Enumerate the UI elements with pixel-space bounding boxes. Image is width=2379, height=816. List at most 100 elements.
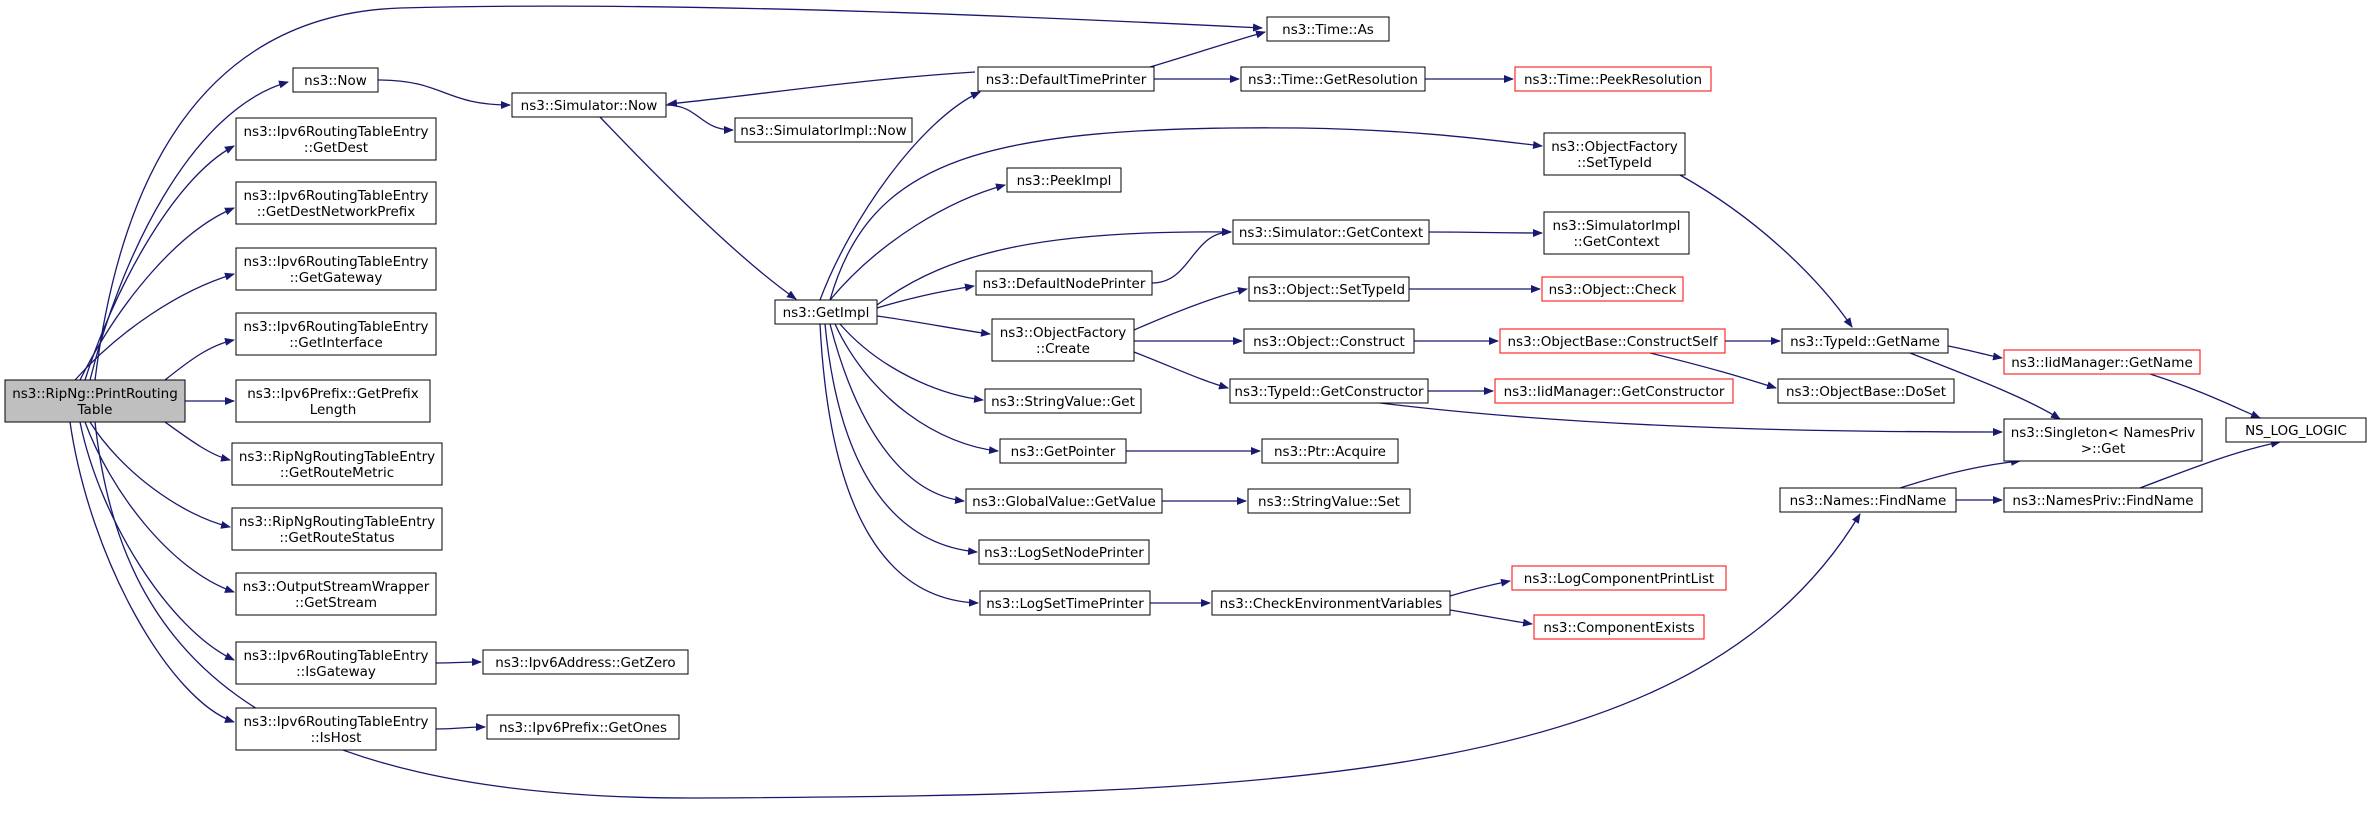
node-getdestnet[interactable]: ns3::Ipv6RoutingTableEntry::GetDestNetwo… bbox=[235, 181, 437, 225]
edge-getimpl-to-defnodeprinter bbox=[876, 283, 975, 309]
node-logcompprintlist[interactable]: ns3::LogComponentPrintList bbox=[1511, 565, 1727, 591]
node-namesprivfindname[interactable]: ns3::NamesPriv::FindName bbox=[2003, 487, 2203, 513]
node-getstream[interactable]: ns3::OutputStreamWrapper::GetStream bbox=[235, 572, 437, 616]
node-getroutestatus[interactable]: ns3::RipNgRoutingTableEntry::GetRouteSta… bbox=[231, 507, 443, 551]
edge-typeidgetname-to-iidgetname bbox=[1947, 345, 2003, 361]
node-getpointer[interactable]: ns3::GetPointer bbox=[999, 438, 1127, 464]
node-box bbox=[1248, 276, 1410, 302]
edge-isgateway-to-getzero bbox=[435, 658, 482, 667]
node-ishost[interactable]: ns3::Ipv6RoutingTableEntry::IsHost bbox=[235, 707, 437, 751]
node-getdest[interactable]: ns3::Ipv6RoutingTableEntry::GetDest bbox=[235, 117, 437, 161]
node-typeidgetname[interactable]: ns3::TypeId::GetName bbox=[1781, 328, 1949, 354]
node-getgateway[interactable]: ns3::Ipv6RoutingTableEntry::GetGateway bbox=[235, 247, 437, 291]
node-simimplnow[interactable]: ns3::SimulatorImpl::Now bbox=[734, 117, 913, 143]
edge-simnow-to-getimpl bbox=[599, 116, 797, 300]
node-stringvalueget[interactable]: ns3::StringValue::Get bbox=[984, 388, 1142, 414]
node-ofsettypeid[interactable]: ns3::ObjectFactory::SetTypeId bbox=[1543, 132, 1686, 176]
node-singletonget[interactable]: ns3::Singleton< NamesPriv >::Get bbox=[2003, 418, 2203, 462]
edge-root-to-now bbox=[89, 80, 289, 381]
edge-getimpl-to-peekimpl bbox=[829, 183, 1006, 301]
node-label: ns3::ObjectBase::DoSet bbox=[1786, 384, 1946, 400]
node-timeas[interactable]: ns3::Time::As bbox=[1266, 16, 1390, 42]
node-checkenvvars[interactable]: ns3::CheckEnvironmentVariables bbox=[1211, 590, 1451, 616]
node-ofcreate[interactable]: ns3::ObjectFactory::Create bbox=[991, 318, 1135, 362]
node-globalvaluegetvalue[interactable]: ns3::GlobalValue::GetValue bbox=[965, 488, 1163, 514]
node-box bbox=[235, 379, 431, 423]
node-compexists[interactable]: ns3::ComponentExists bbox=[1533, 614, 1705, 640]
edge-deftimeprinter-to-timeas bbox=[1149, 30, 1266, 68]
node-label: ns3::DefaultNodePrinter bbox=[983, 276, 1146, 292]
node-box bbox=[1240, 66, 1426, 92]
node-box bbox=[231, 442, 443, 486]
node-box bbox=[1261, 438, 1399, 464]
node-getimpl[interactable]: ns3::GetImpl bbox=[774, 299, 878, 325]
edge-simnow-to-simimplnow bbox=[665, 104, 734, 134]
edge-ofcreate-to-typeidgetctor bbox=[1133, 351, 1229, 390]
node-simimplgetcontext[interactable]: ns3::SimulatorImpl::GetContext bbox=[1543, 211, 1690, 255]
node-label: ns3::Ipv6Prefix::GetPrefix bbox=[247, 386, 418, 402]
node-defnodeprinter[interactable]: ns3::DefaultNodePrinter bbox=[975, 270, 1153, 296]
node-label: ::GetInterface bbox=[289, 335, 383, 351]
node-deftimeprinter[interactable]: ns3::DefaultTimePrinter bbox=[977, 66, 1155, 92]
node-iidgetctor[interactable]: ns3::IidManager::GetConstructor bbox=[1494, 378, 1734, 404]
node-label: ns3::Object::SetTypeId bbox=[1253, 282, 1405, 298]
node-logsetnodeprinter[interactable]: ns3::LogSetNodePrinter bbox=[978, 539, 1150, 565]
node-label: ns3::StringValue::Get bbox=[991, 394, 1135, 410]
node-box bbox=[978, 539, 1150, 565]
node-label: ns3::Object::Check bbox=[1549, 282, 1677, 298]
node-label: ns3::Ptr::Acquire bbox=[1274, 444, 1386, 460]
node-typeidgetctor[interactable]: ns3::TypeId::GetConstructor bbox=[1229, 378, 1429, 404]
edge-simgetcontext-to-simimplgetcontext bbox=[1428, 228, 1543, 237]
node-timegetres[interactable]: ns3::Time::GetResolution bbox=[1240, 66, 1426, 92]
node-box bbox=[1266, 16, 1390, 42]
node-getinterface[interactable]: ns3::Ipv6RoutingTableEntry::GetInterface bbox=[235, 312, 437, 356]
node-label: ns3::ComponentExists bbox=[1543, 620, 1694, 636]
node-box bbox=[984, 388, 1142, 414]
node-simnow[interactable]: ns3::Simulator::Now bbox=[511, 92, 667, 118]
edge-root-to-ishost bbox=[69, 421, 235, 723]
edge-root-to-getdest bbox=[84, 145, 235, 381]
node-objbaseconstructself[interactable]: ns3::ObjectBase::ConstructSelf bbox=[1499, 328, 1726, 354]
node-box bbox=[1541, 276, 1684, 302]
edge-root-to-getinterface bbox=[164, 337, 235, 381]
node-now[interactable]: ns3::Now bbox=[292, 67, 379, 93]
edge-iidgetname-to-nslog bbox=[2149, 373, 2261, 419]
edge-getimpl-to-simgetcontext bbox=[876, 227, 1232, 306]
node-box bbox=[734, 117, 913, 143]
node-label: ns3::LogSetNodePrinter bbox=[984, 545, 1144, 561]
node-label: ns3::Simulator::GetContext bbox=[1239, 225, 1423, 241]
node-objsettypeid[interactable]: ns3::Object::SetTypeId bbox=[1248, 276, 1410, 302]
node-getones[interactable]: ns3::Ipv6Prefix::GetOnes bbox=[486, 714, 680, 740]
node-simgetcontext[interactable]: ns3::Simulator::GetContext bbox=[1232, 219, 1430, 245]
node-iidgetname[interactable]: ns3::IidManager::GetName bbox=[2003, 349, 2201, 375]
node-label: ns3::IidManager::GetConstructor bbox=[1504, 384, 1725, 400]
edge-root-to-getdestnet bbox=[79, 207, 235, 381]
node-objcheck[interactable]: ns3::Object::Check bbox=[1541, 276, 1684, 302]
node-box bbox=[4, 379, 186, 423]
node-stringvalueset[interactable]: ns3::StringValue::Set bbox=[1247, 488, 1411, 514]
node-box bbox=[1543, 211, 1690, 255]
edge-root-to-namesfindname bbox=[94, 421, 1861, 799]
node-isgateway[interactable]: ns3::Ipv6RoutingTableEntry::IsGateway bbox=[235, 641, 437, 685]
node-getroutemetric[interactable]: ns3::RipNgRoutingTableEntry::GetRouteMet… bbox=[231, 442, 443, 486]
node-nslog[interactable]: NS_LOG_LOGIC bbox=[2225, 417, 2367, 443]
node-ptracquire[interactable]: ns3::Ptr::Acquire bbox=[1261, 438, 1399, 464]
node-box bbox=[292, 67, 379, 93]
node-logsettimeprinter[interactable]: ns3::LogSetTimePrinter bbox=[979, 590, 1151, 616]
node-namesfindname[interactable]: ns3::Names::FindName bbox=[1779, 487, 1957, 513]
node-peekimpl[interactable]: ns3::PeekImpl bbox=[1006, 167, 1122, 193]
node-getzero[interactable]: ns3::Ipv6Address::GetZero bbox=[482, 649, 689, 675]
node-box bbox=[1006, 167, 1122, 193]
node-timepeekres[interactable]: ns3::Time::PeekResolution bbox=[1514, 66, 1712, 92]
edge-getimpl-to-ofcreate bbox=[876, 315, 991, 337]
node-label: ns3::SimulatorImpl bbox=[1553, 218, 1681, 234]
node-label: ns3::Ipv6RoutingTableEntry bbox=[244, 648, 429, 664]
node-label: ns3::LogComponentPrintList bbox=[1524, 571, 1714, 587]
node-box bbox=[1211, 590, 1451, 616]
node-label: ns3::Ipv6RoutingTableEntry bbox=[244, 254, 429, 270]
node-label: ns3::IidManager::GetName bbox=[2011, 355, 2193, 371]
node-objbasedoset[interactable]: ns3::ObjectBase::DoSet bbox=[1777, 378, 1955, 404]
node-objconstruct[interactable]: ns3::Object::Construct bbox=[1243, 328, 1415, 354]
